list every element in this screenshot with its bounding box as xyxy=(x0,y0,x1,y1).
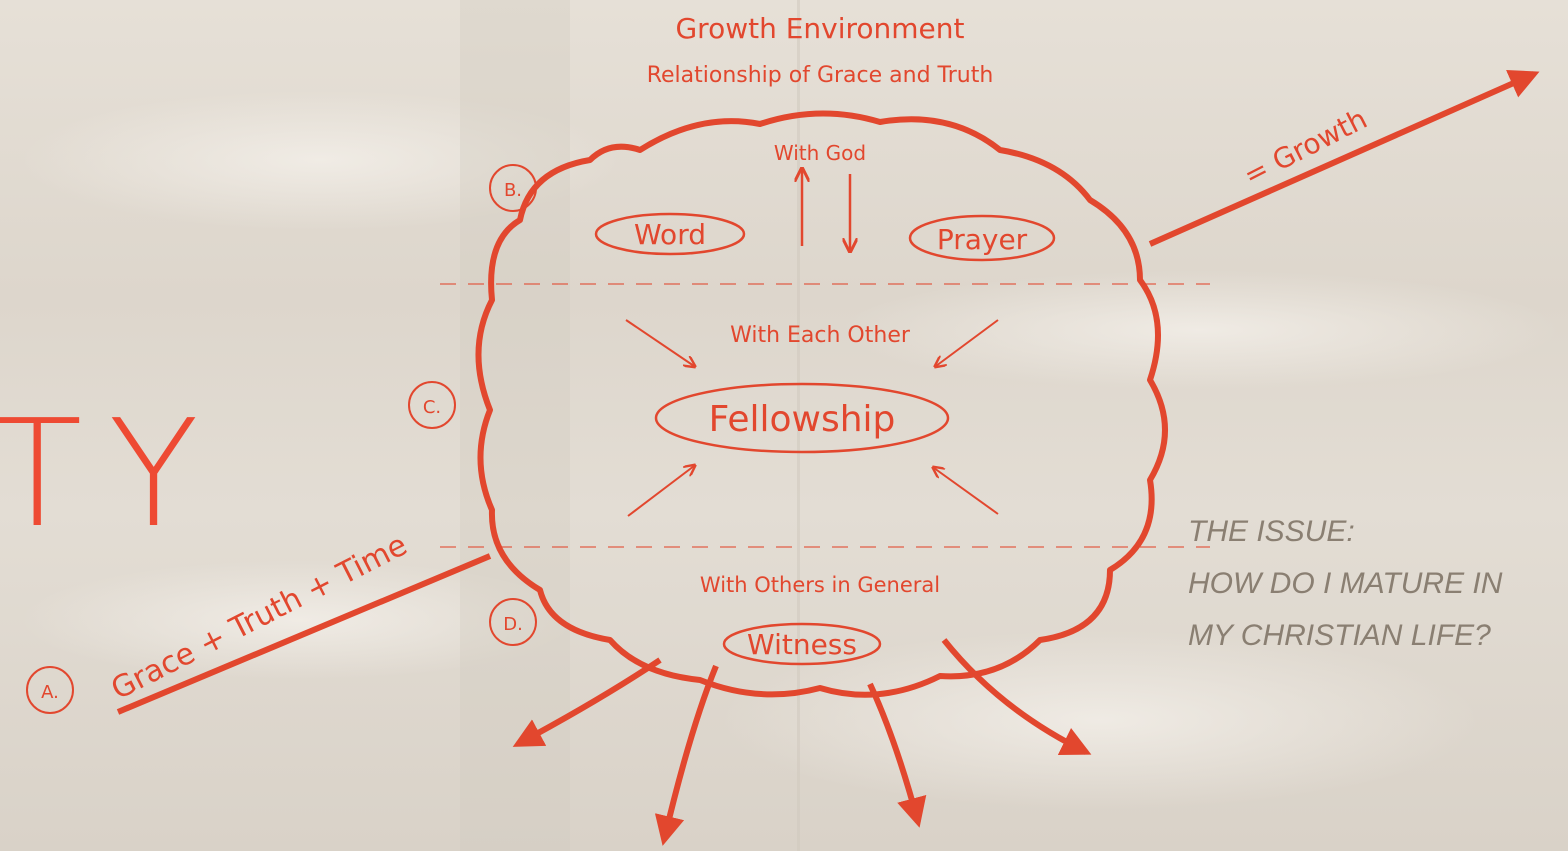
marker-b-label: B. xyxy=(504,180,522,201)
arrow-top-right xyxy=(936,319,999,366)
heading-with-god: With God xyxy=(774,141,866,165)
growth-circle xyxy=(475,110,1168,698)
witness-label: Witness xyxy=(747,628,857,661)
fellowship-oval xyxy=(654,382,950,454)
marker-c-circle xyxy=(408,381,456,429)
fellowship-label: Fellowship xyxy=(709,399,896,440)
outflow-arrow-1 xyxy=(512,657,662,747)
growth-label: = Growth xyxy=(1238,102,1372,192)
arrow-top-left xyxy=(625,319,694,366)
marker-a-label: A. xyxy=(41,682,59,703)
diagram-subtitle: Relationship of Grace and Truth xyxy=(647,63,994,88)
input-line xyxy=(116,553,492,715)
witness-oval xyxy=(722,622,882,666)
input-formula: Grace + Truth + Time xyxy=(106,528,413,708)
growth-arrow xyxy=(1148,69,1540,247)
issue-line-2: HOW DO I MATURE IN xyxy=(1188,567,1503,600)
word-oval xyxy=(594,212,746,256)
word-label: Word xyxy=(634,218,706,251)
marker-c-label: C. xyxy=(423,397,441,418)
prayer-label: Prayer xyxy=(937,223,1028,256)
issue-line-1: THE ISSUE: xyxy=(1188,515,1355,548)
issue-text: THE ISSUE: HOW DO I MATURE IN MY CHRISTI… xyxy=(1188,506,1558,662)
outflow-arrow-2 xyxy=(654,664,719,846)
arrow-bottom-left xyxy=(627,466,694,517)
heading-with-others: With Others in General xyxy=(700,573,940,597)
heading-with-each-other: With Each Other xyxy=(730,323,911,348)
marker-d-circle xyxy=(489,598,537,646)
marker-d-label: D. xyxy=(503,614,523,635)
outflow-arrow-3 xyxy=(867,682,927,828)
slide-title-fragment: TY xyxy=(0,388,225,560)
diagram-title: Growth Environment xyxy=(675,12,964,45)
marker-b-circle xyxy=(489,164,537,212)
arrow-bottom-right xyxy=(934,468,999,515)
outflow-arrow-4 xyxy=(941,638,1092,755)
prayer-oval xyxy=(908,214,1056,262)
marker-a-circle xyxy=(26,666,74,714)
issue-line-3: MY CHRISTIAN LIFE? xyxy=(1188,619,1491,652)
